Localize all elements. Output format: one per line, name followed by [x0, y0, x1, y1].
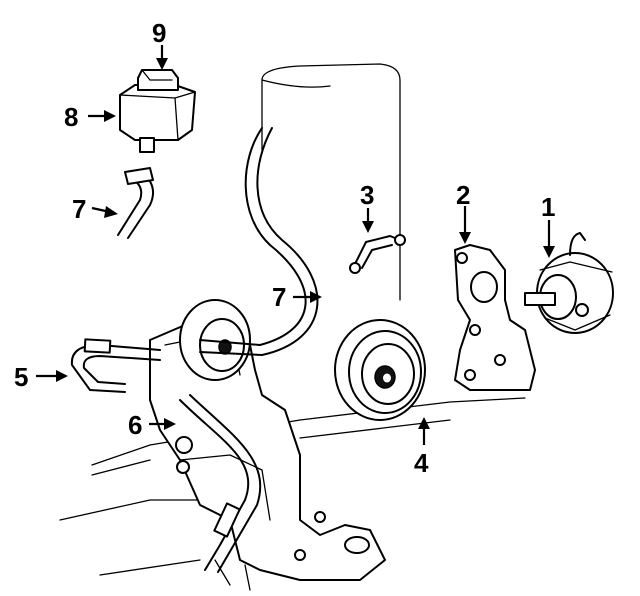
- return-line: [70, 338, 161, 393]
- reservoir-cap: [137, 69, 179, 91]
- reservoir-hose-short: [117, 167, 155, 239]
- callout-label-8: 8: [64, 102, 78, 132]
- callout-label-1: 1: [541, 192, 555, 222]
- pressure-line-to-gear: [179, 394, 262, 573]
- callout-label-9: 9: [152, 18, 166, 48]
- callout-arrows: [36, 45, 555, 445]
- pressure-hose-long: [199, 127, 319, 356]
- callout-label-7-short: 7: [72, 194, 86, 224]
- callout-labels: 9 8 7 3 2 1 7 5 6 4: [14, 18, 555, 478]
- callout-label-7-long: 7: [272, 282, 286, 312]
- engine-block: [261, 63, 401, 301]
- bracket-clip: [349, 234, 406, 274]
- reservoir: [119, 84, 196, 153]
- callout-label-2: 2: [456, 180, 470, 210]
- callout-label-6: 6: [128, 410, 142, 440]
- callout-label-3: 3: [360, 180, 374, 210]
- pump-pulley: [334, 319, 426, 421]
- callout-label-4: 4: [414, 448, 429, 478]
- power-steering-pump: [524, 232, 614, 334]
- mounting-bracket: [454, 244, 536, 391]
- callout-label-5: 5: [14, 362, 28, 392]
- gear-pulley: [179, 299, 251, 381]
- steering-gear-housing: [149, 324, 386, 591]
